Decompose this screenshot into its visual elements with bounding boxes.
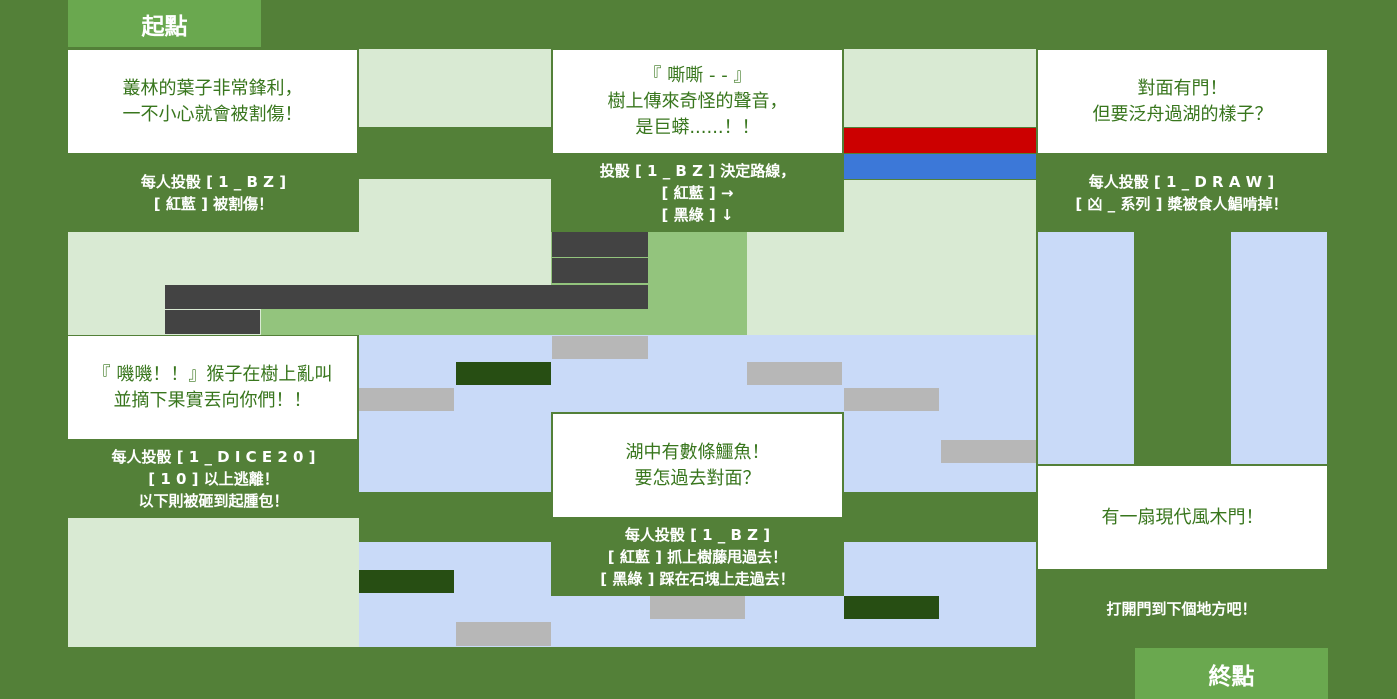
stone-tile bbox=[359, 388, 454, 411]
jungle-tile bbox=[359, 179, 551, 232]
rule-text-snake: 投骰 [ 1 _ B Z ] 決定路線， [ 紅藍 ] → [ 黑綠 ] ↓ bbox=[551, 154, 844, 232]
rule-line: 每人投骰 [ 1 _ B Z ] bbox=[140, 173, 287, 191]
event-card-door-lake: 對面有門！ 但要泛舟過湖的樣子？ bbox=[1038, 50, 1327, 153]
story-line: 但要泛舟過湖的樣子？ bbox=[1092, 103, 1273, 125]
story-line: 『 嘰嘰！！』猴子在樹上亂叫 bbox=[92, 363, 333, 385]
start-label: 起點 bbox=[68, 0, 261, 47]
rule-line: [ 黑綠 ] 踩在石塊上走過去！ bbox=[600, 570, 795, 588]
path-tile bbox=[261, 308, 551, 335]
story-line: 一不小心就會被割傷！ bbox=[122, 103, 303, 125]
rule-line: [ 凶 _ 系列 ] 槳被食人鯧啃掉！ bbox=[1075, 195, 1288, 213]
jungle-tile bbox=[359, 49, 551, 127]
story-line: 是巨蟒......！！ bbox=[635, 116, 760, 138]
rule-line: 每人投骰 [ 1 _ D R A W ] bbox=[1088, 173, 1275, 191]
snake-tile bbox=[552, 258, 648, 283]
stone-tile bbox=[650, 596, 745, 619]
stone-tile bbox=[456, 622, 551, 646]
rule-text-monkey: 每人投骰 [ 1 _ D I C E 2 0 ] [ 1 0 ] 以上逃離！ 以… bbox=[68, 440, 359, 518]
story-line: 並摘下果實丟向你們！！ bbox=[113, 389, 312, 411]
rule-line: 每人投骰 [ 1 _ B Z ] bbox=[624, 526, 771, 544]
red-route-tile bbox=[844, 128, 1036, 153]
event-card-wooden-door: 有一扇現代風木門！ bbox=[1038, 466, 1327, 569]
rule-line: [ 1 0 ] 以上逃離！ bbox=[148, 470, 279, 488]
stone-tile bbox=[552, 336, 648, 359]
event-card-monkey: 『 嘰嘰！！』猴子在樹上亂叫 並摘下果實丟向你們！！ bbox=[68, 336, 357, 439]
jungle-tile bbox=[844, 180, 1036, 232]
story-line: 樹上傳來奇怪的聲音， bbox=[607, 90, 788, 112]
event-card-crocodile: 湖中有數條鱷魚！ 要怎過去對面？ bbox=[553, 414, 842, 517]
rule-line: 打開門到下個地方吧！ bbox=[1106, 600, 1257, 618]
story-line: 叢林的葉子非常鋒利， bbox=[122, 77, 303, 99]
stone-tile bbox=[941, 440, 1036, 463]
end-label: 終點 bbox=[1135, 648, 1328, 699]
snake-tile bbox=[552, 232, 648, 257]
crocodile-tile bbox=[456, 362, 551, 385]
rule-line: 投骰 [ 1 _ B Z ] 決定路線， bbox=[599, 162, 796, 180]
snake-tile bbox=[165, 285, 648, 309]
story-line: 對面有門！ bbox=[1137, 77, 1228, 99]
lake-tile bbox=[1231, 232, 1327, 464]
rule-text-leaves: 每人投骰 [ 1 _ B Z ] [ 紅藍 ] 被割傷！ bbox=[68, 154, 359, 232]
story-line: 有一扇現代風木門！ bbox=[1101, 506, 1264, 528]
jungle-tile bbox=[68, 518, 359, 647]
blue-route-tile bbox=[844, 154, 1036, 179]
crocodile-tile bbox=[359, 570, 454, 593]
story-line: 湖中有數條鱷魚！ bbox=[625, 441, 770, 463]
rule-line: 以下則被砸到起腫包！ bbox=[138, 492, 289, 510]
rule-line: [ 紅藍 ] → bbox=[661, 184, 734, 202]
rule-text-wooden-door: 打開門到下個地方吧！ bbox=[1036, 570, 1327, 648]
event-card-snake: 『 嘶嘶 - - 』 樹上傳來奇怪的聲音， 是巨蟒......！！ bbox=[553, 50, 842, 153]
snake-tile bbox=[165, 310, 260, 334]
rule-line: [ 紅藍 ] 抓上樹藤甩過去！ bbox=[607, 548, 788, 566]
jungle-tile bbox=[747, 232, 1036, 335]
story-line: 『 嘶嘶 - - 』 bbox=[643, 64, 752, 86]
rule-text-crocodile: 每人投骰 [ 1 _ B Z ] [ 紅藍 ] 抓上樹藤甩過去！ [ 黑綠 ] … bbox=[551, 518, 844, 596]
rule-line: [ 黑綠 ] ↓ bbox=[661, 206, 734, 224]
lake-tile bbox=[844, 542, 1036, 647]
crocodile-tile bbox=[844, 596, 939, 619]
lake-tile bbox=[359, 412, 551, 492]
lake-tile bbox=[1038, 232, 1134, 464]
jungle-tile bbox=[844, 49, 1036, 127]
rule-line: 每人投骰 [ 1 _ D I C E 2 0 ] bbox=[111, 448, 316, 466]
stone-tile bbox=[747, 362, 842, 385]
event-card-leaves: 叢林的葉子非常鋒利， 一不小心就會被割傷！ bbox=[68, 50, 357, 153]
stone-tile bbox=[844, 388, 939, 411]
rule-line: [ 紅藍 ] 被割傷！ bbox=[153, 195, 274, 213]
rule-text-door-lake: 每人投骰 [ 1 _ D R A W ] [ 凶 _ 系列 ] 槳被食人鯧啃掉！ bbox=[1036, 154, 1327, 232]
story-line: 要怎過去對面？ bbox=[634, 467, 761, 489]
